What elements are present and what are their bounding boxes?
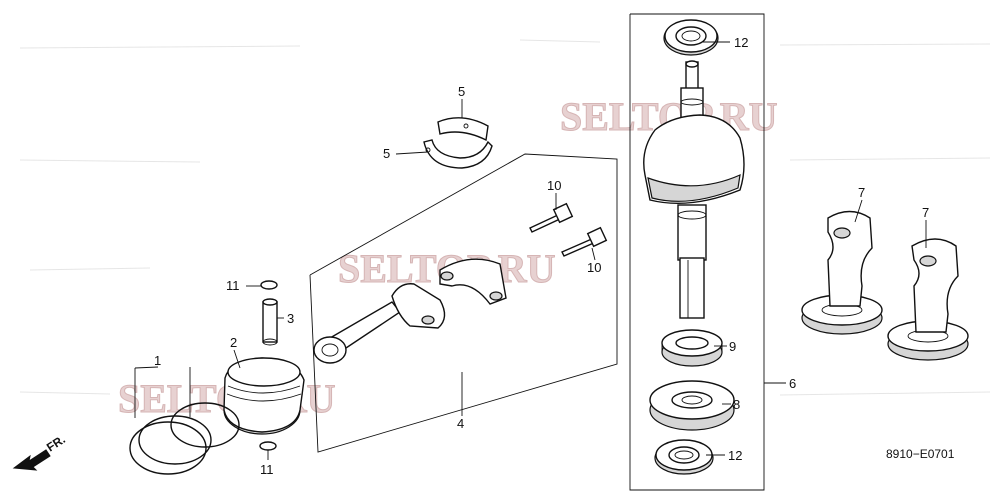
piston xyxy=(223,357,305,435)
callout-rod-bearing-upper: 5 xyxy=(458,84,465,99)
arrow-icon xyxy=(12,449,51,471)
callout-counterweight-left: 7 xyxy=(858,185,865,200)
rod-bearing-halves xyxy=(423,117,493,169)
callout-rod-bolt-upper: 10 xyxy=(547,178,561,193)
callout-pin-clip-lower: 11 xyxy=(260,462,274,477)
timing-gear xyxy=(649,380,735,431)
callout-piston-rings: 1 xyxy=(154,353,161,368)
callout-drive-gear: 9 xyxy=(729,339,736,354)
callout-timing-gear: 8 xyxy=(733,397,740,412)
callout-bearing-bottom: 12 xyxy=(728,448,742,463)
conrod-group-frame xyxy=(309,153,618,453)
crankshaft xyxy=(643,60,745,319)
crankshaft-group-frame xyxy=(629,13,765,491)
callout-rod-bolt-lower: 10 xyxy=(587,260,601,275)
drive-gear xyxy=(661,329,723,367)
bearing-bottom xyxy=(654,439,714,475)
background-noise xyxy=(19,39,991,396)
callout-rod-bearing-lower: 5 xyxy=(383,146,390,161)
counterweight-right xyxy=(887,238,969,361)
callout-piston-pin: 3 xyxy=(287,311,294,326)
conrod-cap xyxy=(439,258,507,305)
piston-pin xyxy=(262,298,278,346)
bearing-top xyxy=(663,19,719,56)
rod-bolts xyxy=(529,202,608,257)
callout-counterweight-right: 7 xyxy=(922,205,929,220)
callout-pin-clip-upper: 11 xyxy=(226,278,240,293)
callout-piston: 2 xyxy=(230,335,237,350)
diagram-code: 8910−E0701 xyxy=(886,447,955,461)
callout-crankshaft-assy: 6 xyxy=(789,376,796,391)
front-direction-indicator: FR. xyxy=(12,432,68,471)
piston-rings xyxy=(129,402,240,475)
callout-connecting-rod: 4 xyxy=(457,416,464,431)
leader-lines xyxy=(134,41,927,460)
counterweight-left xyxy=(801,210,883,335)
connecting-rod xyxy=(313,283,446,364)
direction-label: FR. xyxy=(44,432,68,454)
callout-bearing-top: 12 xyxy=(734,35,748,50)
